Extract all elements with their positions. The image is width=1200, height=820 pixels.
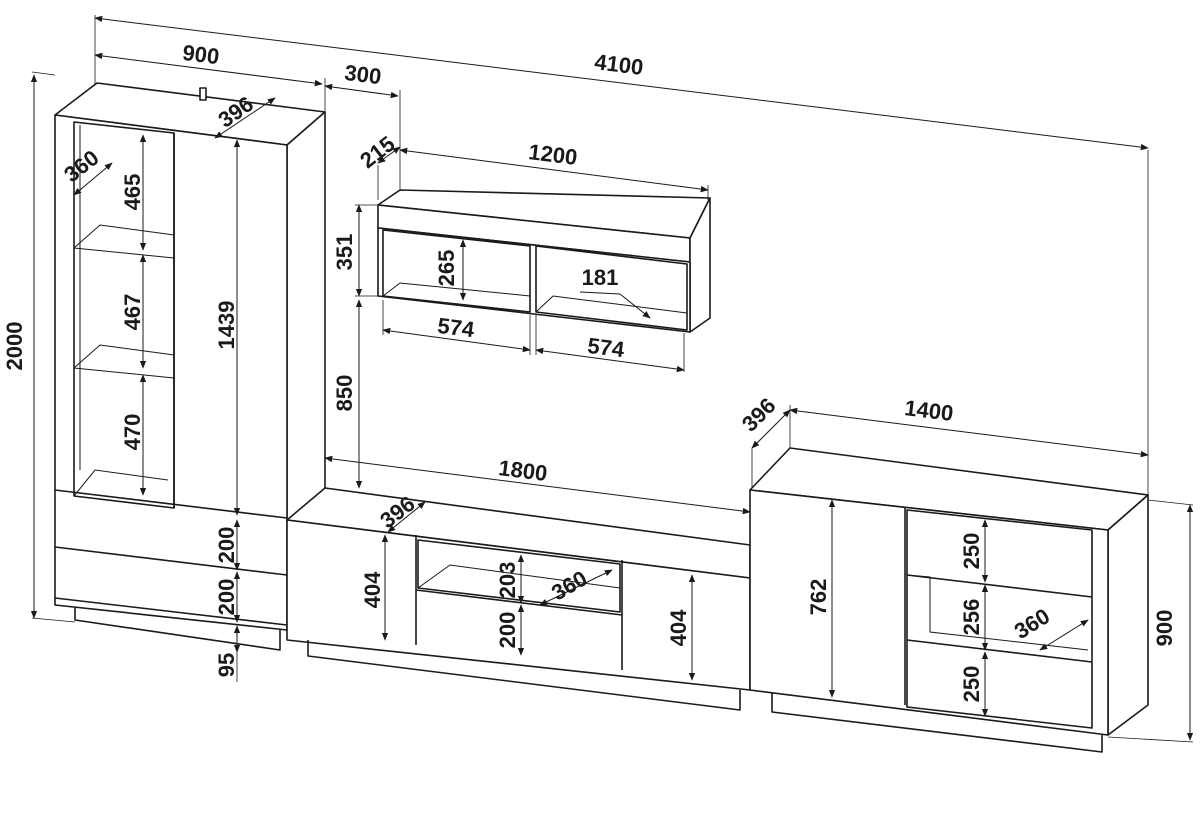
dim-wall-inner-height: 265 (434, 250, 459, 287)
dim-wall-depth: 215 (355, 131, 399, 173)
dim-tall-shelf-2: 467 (120, 294, 145, 331)
dim-total-height: 2000 (2, 322, 27, 371)
wall-shelf (377, 189, 711, 333)
dim-sideboard-drawer-bottom: 250 (959, 666, 984, 703)
dim-tv-width: 1800 (497, 455, 549, 486)
dim-wall-inner-depth: 181 (582, 265, 619, 290)
dim-wall-section-2: 574 (586, 333, 626, 362)
dim-sideboard-height: 900 (1152, 610, 1177, 647)
dim-sideboard-niche: 256 (959, 599, 984, 636)
dim-sideboard-width: 1400 (903, 395, 955, 426)
dim-tall-drawer-2: 200 (214, 579, 239, 616)
dim-tall-door: 1439 (214, 301, 239, 350)
dim-tv-niche-height: 203 (495, 562, 520, 599)
dim-gap-width: 300 (343, 60, 382, 89)
dim-tall-shelf-3: 470 (120, 414, 145, 451)
dim-tall-width: 900 (181, 40, 220, 69)
dim-tall-shelf-1: 465 (120, 174, 145, 211)
sideboard (749, 447, 1149, 753)
dim-wall-mount-height: 850 (332, 375, 357, 412)
dim-total-width: 4100 (593, 49, 645, 80)
dim-sideboard-drawer-top: 250 (959, 533, 984, 570)
dim-wall-width: 1200 (527, 139, 579, 170)
dim-plinth: 95 (214, 653, 239, 677)
dim-wall-section-1: 574 (436, 313, 476, 342)
dim-tv-drawer: 200 (495, 612, 520, 649)
dim-wall-height: 351 (332, 234, 357, 271)
dim-sideboard-depth: 396 (737, 393, 781, 437)
dim-tall-drawer-1: 200 (214, 527, 239, 564)
dim-tv-left-door: 404 (360, 571, 385, 608)
dim-sideboard-door: 762 (806, 579, 831, 616)
dim-tv-right-door: 404 (666, 609, 691, 646)
